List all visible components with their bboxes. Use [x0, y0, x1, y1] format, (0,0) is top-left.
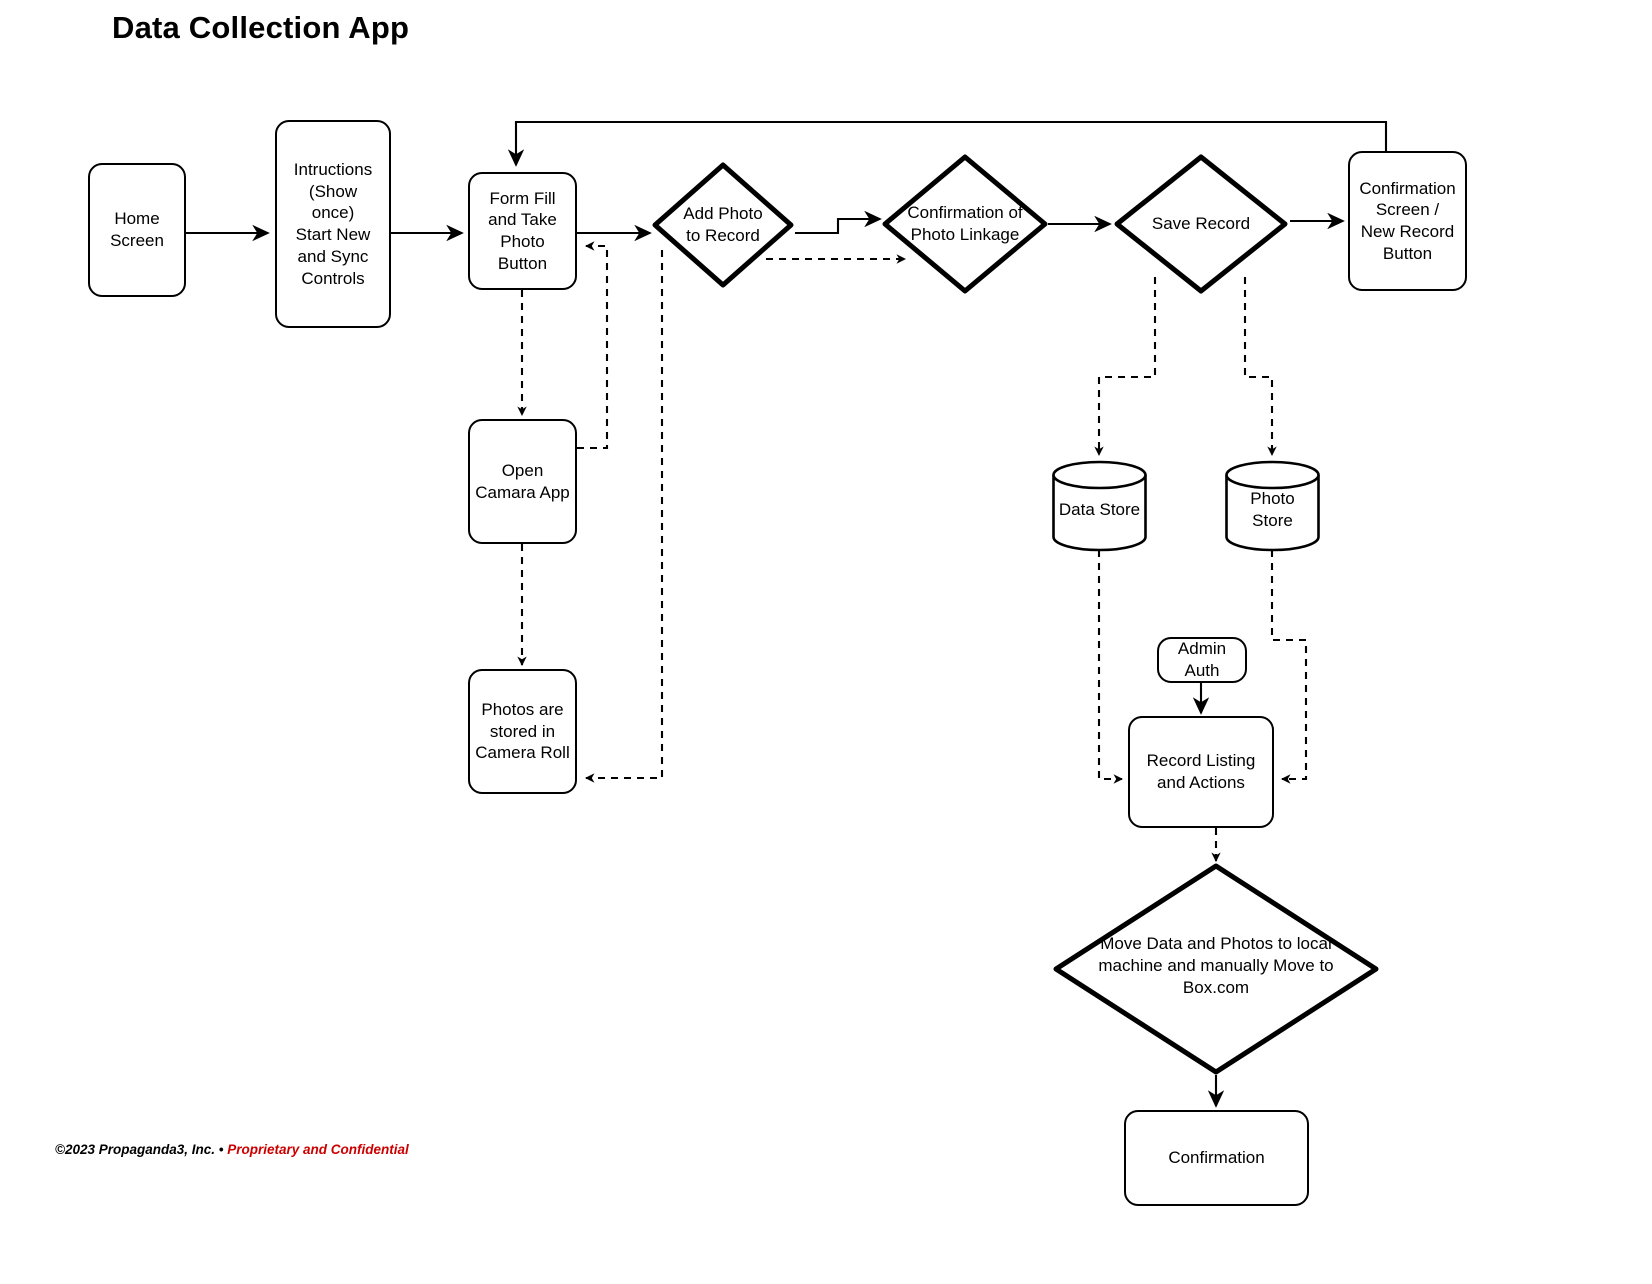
node-move-data-label: Move Data and Photos to local machine an… [1098, 933, 1334, 998]
node-confirmation-screen-label: Confirmation Screen / New Record Button [1359, 178, 1456, 263]
cylinder-shape-icon [1052, 460, 1147, 552]
diamond-shape-icon [1052, 862, 1380, 1076]
cylinder-shape-icon [1225, 460, 1320, 552]
edge-datastore-to-recordlisting [1097, 550, 1123, 784]
node-add-photo[interactable]: Add Photo to Record [650, 160, 796, 290]
edge-saverecord-to-datastore [1094, 277, 1157, 456]
node-instructions[interactable]: Intructions (Show once) Start New and Sy… [275, 120, 391, 328]
node-data-store-label: Data Store [1058, 500, 1141, 519]
node-photo-store[interactable]: Photo Store [1224, 460, 1321, 552]
node-confirmation-screen[interactable]: Confirmation Screen / New Record Button [1348, 151, 1467, 291]
edge-opencamera-to-formfill [577, 241, 609, 450]
node-save-record-label: Save Record [1151, 213, 1251, 233]
node-record-listing[interactable]: Record Listing and Actions [1128, 716, 1274, 828]
diamond-shape-icon [880, 152, 1050, 296]
node-move-data[interactable]: Move Data and Photos to local machine an… [1052, 862, 1380, 1076]
footer: ©2023 Propaganda3, Inc. • Proprietary an… [55, 1142, 409, 1157]
diamond-shape-icon [650, 160, 796, 290]
node-save-record[interactable]: Save Record [1112, 152, 1290, 296]
node-confirmation[interactable]: Confirmation [1124, 1110, 1309, 1206]
footer-confidential: Proprietary and Confidential [227, 1142, 409, 1157]
node-open-camera-app[interactable]: Open Camara App [468, 419, 577, 544]
footer-copyright: ©2023 Propaganda3, Inc. • [55, 1142, 228, 1157]
edge-photostore-to-recordlisting [1270, 550, 1308, 784]
node-home-screen[interactable]: Home Screen [88, 163, 186, 297]
node-home-screen-label: Home Screen [110, 209, 164, 250]
node-data-store[interactable]: Data Store [1051, 460, 1148, 552]
node-confirm-linkage[interactable]: Confirmation of Photo Linkage [880, 152, 1050, 296]
node-form-fill[interactable]: Form Fill and Take Photo Button [468, 172, 577, 290]
node-form-fill-label: Form Fill and Take Photo Button [488, 188, 557, 273]
edge-addphoto-to-photosstored [585, 250, 664, 783]
node-admin-auth[interactable]: Admin Auth [1157, 637, 1247, 683]
edge-saverecord-to-photostore [1243, 277, 1277, 456]
node-confirmation-label: Confirmation [1168, 1148, 1265, 1168]
node-instructions-label: Intructions (Show once) Start New and Sy… [293, 159, 373, 288]
node-admin-auth-label: Admin Auth [1177, 639, 1227, 680]
node-confirm-linkage-label: Confirmation of Photo Linkage [907, 202, 1023, 244]
diamond-shape-icon [1112, 152, 1290, 296]
node-open-camera-app-label: Open Camara App [475, 460, 570, 502]
page-title: Data Collection App [112, 10, 410, 45]
node-photos-stored[interactable]: Photos are stored in Camera Roll [468, 669, 577, 794]
node-add-photo-label: Add Photo to Record [683, 203, 763, 245]
node-record-listing-label: Record Listing and Actions [1146, 751, 1256, 792]
node-photos-stored-label: Photos are stored in Camera Roll [475, 699, 570, 763]
edge-addphoto-to-confirmlinkage [795, 210, 882, 235]
node-photo-store-label: Photo Store [1250, 489, 1295, 531]
